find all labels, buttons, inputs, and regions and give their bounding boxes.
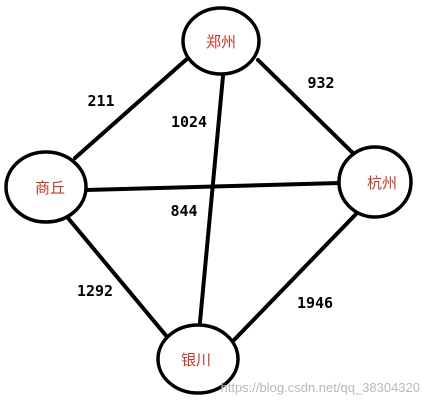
- node-zhengzhou: [181, 6, 261, 76]
- edge-shangqiu-zhengzhou: [73, 56, 190, 160]
- node-label-zhengzhou: 郑州: [206, 33, 236, 51]
- watermark: https://blog.csdn.net/qq_38304320: [221, 380, 421, 395]
- node-label-hangzhou: 杭州: [367, 174, 397, 192]
- node-label-shangqiu: 商丘: [35, 179, 65, 197]
- node-yinchuan: [156, 323, 240, 395]
- weight-zhengzhou-yinchuan: 1024: [171, 113, 207, 131]
- node-label-yinchuan: 银川: [181, 351, 211, 369]
- weight-zhengzhou-hangzhou: 932: [307, 74, 334, 92]
- node-shangqiu: [4, 150, 88, 224]
- weight-shangqiu-hangzhou: 844: [170, 202, 197, 220]
- weight-hangzhou-yinchuan: 1946: [297, 294, 333, 312]
- edge-zhengzhou-hangzhou: [256, 58, 362, 162]
- weight-shangqiu-yinchuan: 1292: [77, 282, 113, 300]
- edge-shangqiu-yinchuan: [66, 216, 170, 340]
- weight-shangqiu-zhengzhou: 211: [87, 92, 114, 110]
- node-hangzhou: [337, 145, 413, 219]
- edge-hangzhou-yinchuan: [232, 210, 360, 342]
- edge-zhengzhou-yinchuan: [198, 74, 225, 324]
- edge-shangqiu-hangzhou: [84, 181, 342, 192]
